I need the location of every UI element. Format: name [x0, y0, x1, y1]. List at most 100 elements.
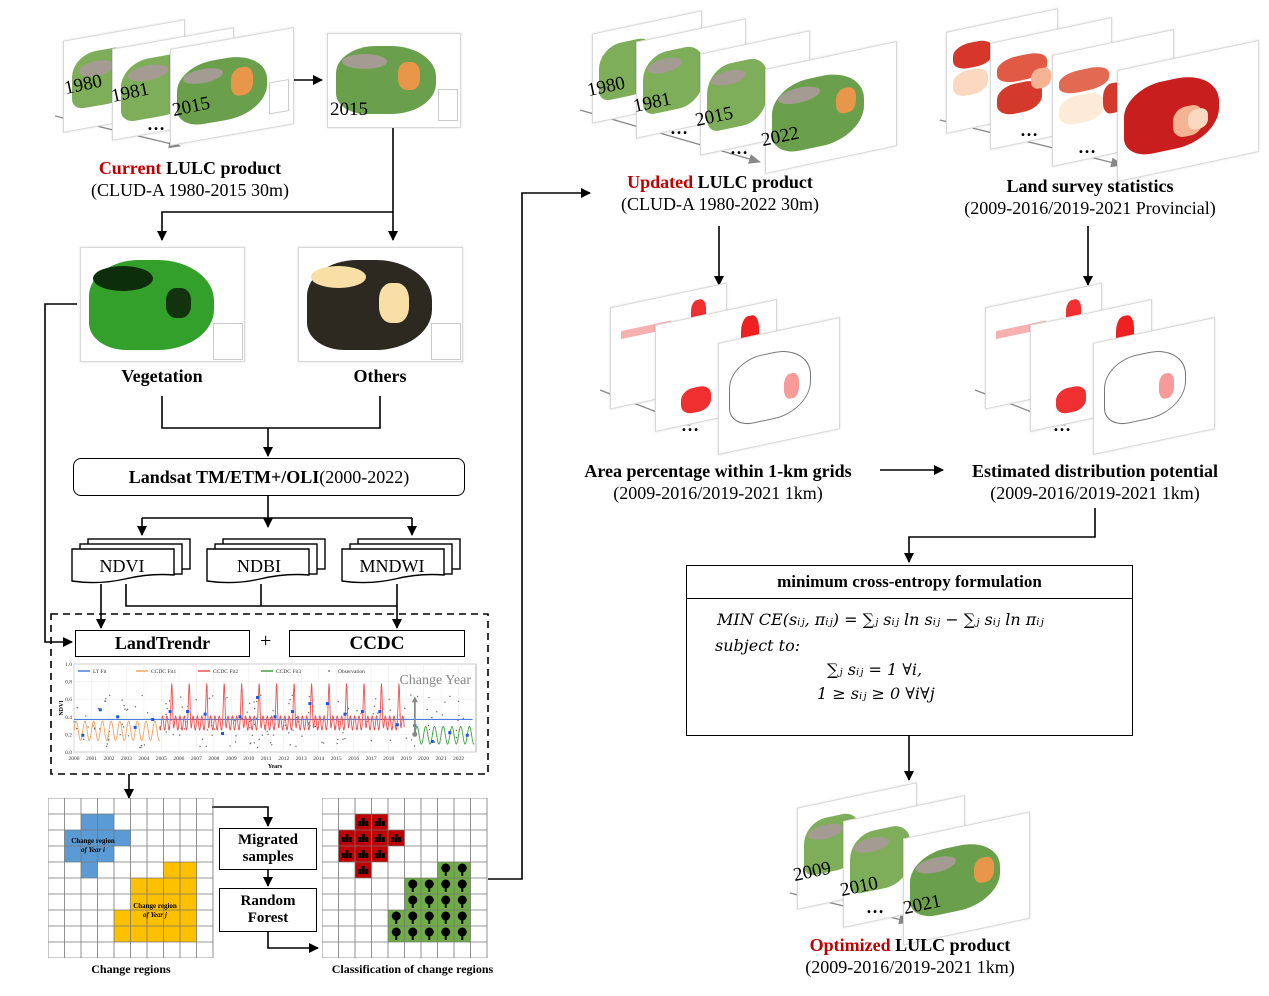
building-icon [365, 837, 369, 842]
change-region-j [180, 910, 197, 926]
observation-point [416, 695, 419, 698]
x-tick-label: 2007 [191, 756, 202, 762]
observation-point [449, 695, 451, 698]
change-region-j [130, 926, 147, 942]
observation-point [201, 738, 204, 740]
observation-point [234, 719, 236, 722]
tree-trunk [461, 870, 464, 876]
observation-point [337, 700, 339, 703]
observation-point [93, 728, 96, 730]
x-tick-label: 2004 [138, 756, 149, 762]
observation-point [291, 694, 293, 697]
change-region-j [130, 878, 147, 894]
change-region-i [64, 830, 81, 846]
arrow-rf-to-classification [267, 932, 319, 953]
observation-point [119, 734, 121, 736]
x-tick-label: 2002 [103, 756, 114, 762]
observation-point [85, 715, 87, 717]
lt-point [308, 702, 312, 706]
tree-trunk [444, 934, 447, 940]
observation-point [321, 741, 323, 744]
observation-point [410, 694, 412, 696]
observation-point [258, 738, 260, 741]
legend-label: LT Fit [93, 669, 107, 675]
building-icon [374, 837, 378, 842]
x-tick-label: 2020 [418, 756, 429, 762]
building-icon [358, 853, 362, 858]
lt-point [360, 710, 364, 714]
observation-point [308, 712, 310, 714]
y-tick-label: 0.8 [65, 680, 72, 686]
observation-point [98, 728, 101, 730]
landsat-box: Landsat TM/ETM+/OLI (2000-2022) [73, 458, 465, 496]
migrated-samples-box: Migrated samples [219, 828, 317, 870]
observation-point [141, 694, 143, 697]
x-tick-label: 2003 [121, 756, 132, 762]
change-regions-label: Change regions [91, 962, 171, 976]
observation-point [288, 732, 290, 734]
x-tick-label: 2014 [313, 756, 324, 762]
tree-trunk [444, 918, 447, 924]
building-icon [381, 853, 385, 858]
x-tick-label: 2000 [69, 756, 80, 762]
distribution-potential-title: Estimated distribution potential [971, 461, 1219, 481]
tree-trunk [461, 902, 464, 908]
ellipsis: … [1078, 137, 1098, 157]
change-region-i [81, 846, 98, 862]
lt-point [133, 725, 137, 729]
observation-point [356, 710, 358, 712]
building-icon [365, 821, 369, 826]
landsat-sensor: Landsat TM/ETM+/OLI [128, 466, 320, 487]
x-tick-label: 2017 [366, 756, 377, 762]
updated-title: LULC product [693, 172, 813, 192]
observation-point [83, 738, 85, 741]
land-survey-title: Land survey statistics [1006, 176, 1174, 196]
arrow-to-cross-entropy [904, 508, 1096, 563]
observation-point [342, 738, 344, 740]
building-icon [398, 837, 402, 842]
change-region-j [147, 894, 164, 910]
building-icon [345, 834, 349, 842]
optimized-product-caption: Optimized LULC product (2009-2016/2019-2… [770, 934, 1050, 978]
tree-trunk [461, 886, 464, 892]
observation-point [289, 699, 291, 701]
region-label: of Year j [143, 911, 167, 919]
observation-point [134, 706, 137, 708]
tree-trunk [444, 886, 447, 892]
building-icon [361, 818, 365, 826]
observation-point [253, 701, 255, 703]
tree-icon [457, 911, 467, 921]
area-percentage-subtitle: (2009-2016/2019-2021 1km) [613, 483, 823, 503]
observation-point [336, 742, 338, 745]
mndwi-doc-stack: MNDWI [341, 538, 461, 584]
building-icon [345, 850, 349, 858]
tree-trunk [444, 870, 447, 876]
x-tick-label: 2019 [401, 756, 412, 762]
tree-trunk [411, 918, 414, 924]
observation-point [208, 697, 210, 700]
observation-point [143, 744, 146, 746]
tree-trunk [428, 902, 431, 908]
change-region-j [130, 894, 147, 910]
observation-point [433, 741, 436, 743]
building-icon [374, 853, 378, 858]
tree-trunk [395, 918, 398, 924]
current-highlight: Current [98, 158, 162, 178]
plus-sign: + [260, 630, 272, 652]
area-percentage-caption: Area percentage within 1-km grids (2009-… [553, 460, 883, 504]
observation-point [166, 707, 168, 710]
ndbi-label: NDBI [237, 556, 281, 576]
observation-point [123, 705, 125, 707]
change-region-j [180, 926, 197, 942]
x-axis-label: Years [268, 764, 283, 770]
tree-trunk [444, 902, 447, 908]
tree-trunk [411, 902, 414, 908]
ndvi-doc-stack: NDVI [71, 538, 191, 584]
ccdc-box: CCDC [289, 630, 465, 657]
mndwi-label: MNDWI [360, 556, 425, 576]
arrow-to-vegetation [157, 211, 393, 241]
tree-icon [424, 911, 434, 921]
observation-point [323, 742, 325, 744]
observation-point [121, 723, 124, 725]
